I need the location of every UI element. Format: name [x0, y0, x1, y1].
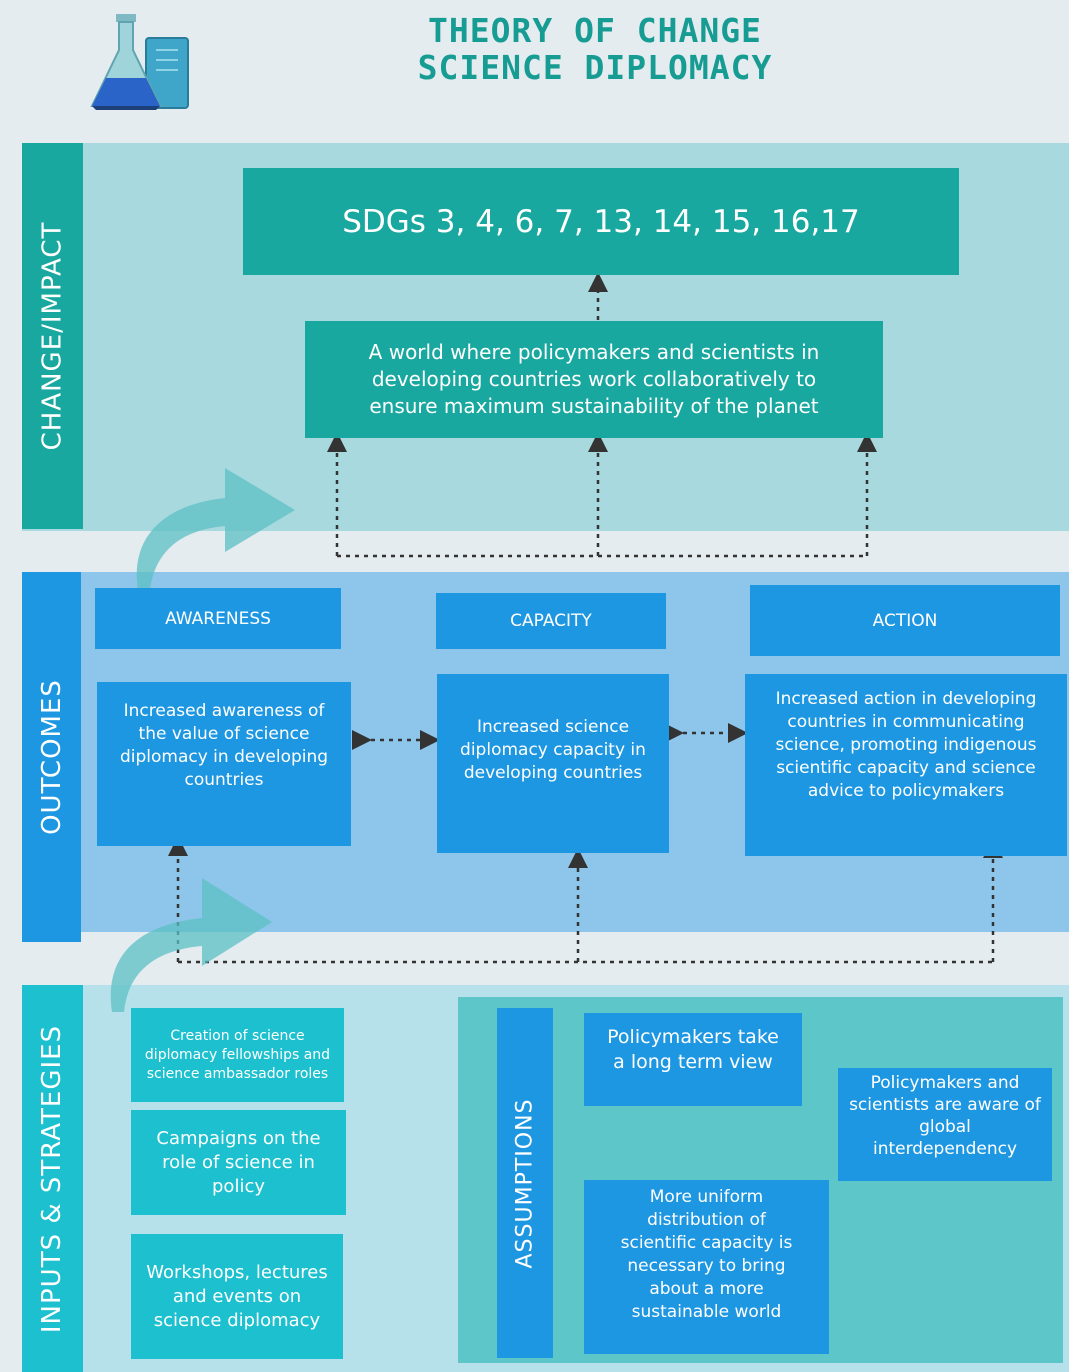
- campaigns-text: Campaigns on the role of science in poli…: [156, 1127, 321, 1197]
- interdependency-text: Policymakers and scientists are aware of…: [849, 1073, 1041, 1159]
- capacity-header-text: CAPACITY: [510, 611, 592, 631]
- title-line-1: THEORY OF CHANGE: [428, 11, 762, 50]
- impact-sidebar: CHANGE/IMPACT: [22, 143, 83, 529]
- page-title: THEORY OF CHANGE SCIENCE DIPLOMACY: [330, 12, 860, 88]
- awareness-header-text: AWARENESS: [165, 608, 271, 629]
- workshops-box: Workshops, lectures and events on scienc…: [131, 1234, 343, 1359]
- awareness-box: Increased awareness of the value of scie…: [97, 682, 351, 846]
- vision-box: A world where policymakers and scientist…: [305, 321, 883, 438]
- interdependency-box: Policymakers and scientists are aware of…: [838, 1068, 1052, 1181]
- action-text: Increased action in developing countries…: [775, 689, 1037, 801]
- assumptions-label: ASSUMPTIONS: [512, 1098, 538, 1268]
- awareness-header: AWARENESS: [95, 588, 341, 649]
- fellowships-box: Creation of science diplomacy fellowship…: [131, 1008, 344, 1102]
- sdgs-text: SDGs 3, 4, 6, 7, 13, 14, 15, 16,17: [342, 203, 860, 240]
- assumptions-sidebar: ASSUMPTIONS: [497, 1008, 553, 1358]
- distribution-text: More uniform distribution of scientific …: [620, 1187, 793, 1322]
- inputs-sidebar: INPUTS & STRATEGIES: [22, 985, 83, 1372]
- action-box: Increased action in developing countries…: [745, 674, 1067, 856]
- awareness-text: Increased awareness of the value of scie…: [119, 701, 329, 790]
- campaigns-box: Campaigns on the role of science in poli…: [131, 1110, 346, 1215]
- curved-arrow-lower-icon: [110, 878, 272, 1012]
- capacity-header: CAPACITY: [436, 593, 666, 649]
- title-line-2: SCIENCE DIPLOMACY: [417, 48, 773, 87]
- capacity-text: Increased science diplomacy capacity in …: [460, 717, 646, 783]
- vision-text: A world where policymakers and scientist…: [368, 340, 820, 418]
- long-term-text: Policymakers take a long term view: [607, 1026, 779, 1073]
- outcomes-sidebar: OUTCOMES: [22, 572, 81, 942]
- flask-icon: [86, 10, 192, 114]
- workshops-text: Workshops, lectures and events on scienc…: [146, 1261, 328, 1331]
- fellowships-text: Creation of science diplomacy fellowship…: [144, 1027, 331, 1082]
- sdgs-box: SDGs 3, 4, 6, 7, 13, 14, 15, 16,17: [243, 168, 959, 275]
- distribution-box: More uniform distribution of scientific …: [584, 1180, 829, 1354]
- capacity-box: Increased science diplomacy capacity in …: [437, 674, 669, 853]
- action-header-text: ACTION: [872, 610, 938, 631]
- curved-arrow-upper-icon: [136, 468, 295, 590]
- long-term-box: Policymakers take a long term view: [584, 1013, 802, 1106]
- action-header: ACTION: [750, 585, 1060, 656]
